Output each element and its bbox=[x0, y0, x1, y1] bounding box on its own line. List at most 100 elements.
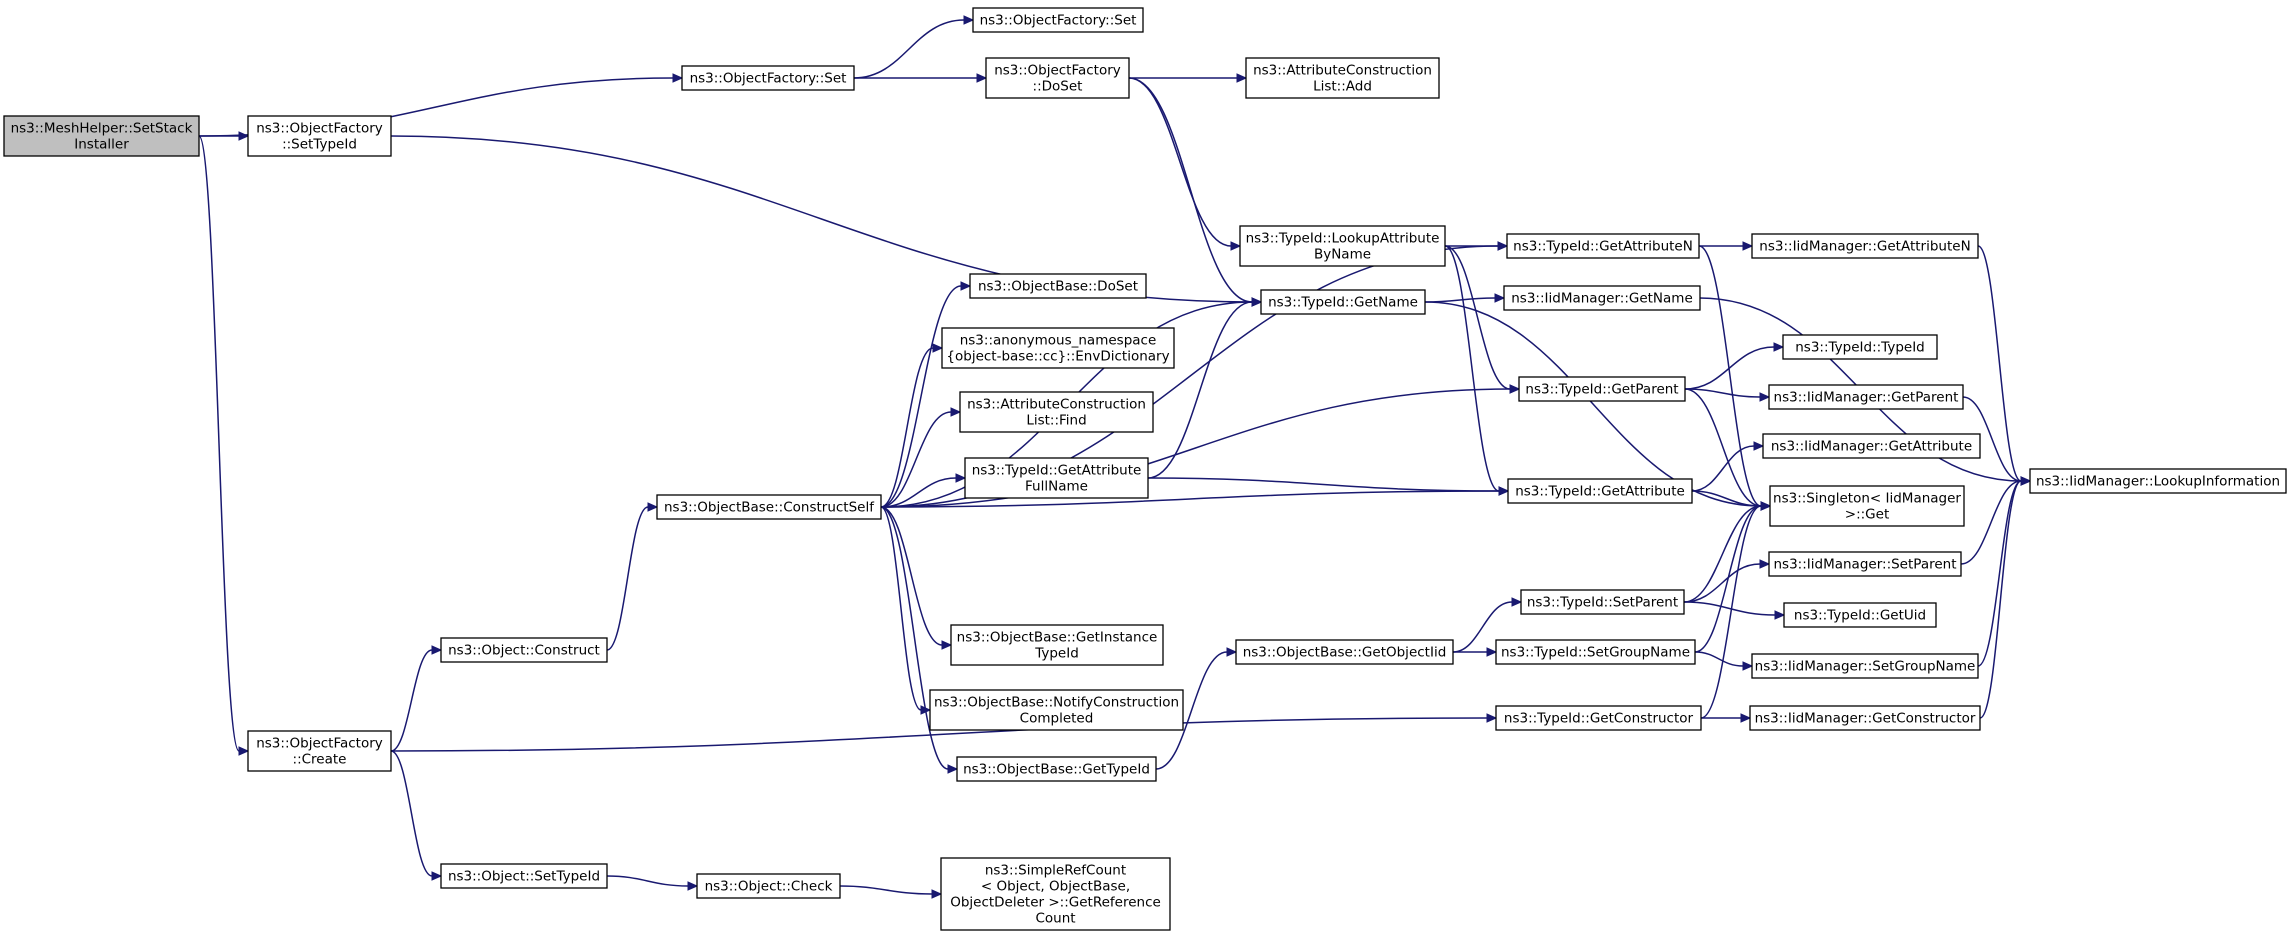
node-label: ns3::IidManager::LookupInformation bbox=[2036, 474, 2280, 490]
edge-ob_constructself-to-tid_getparent bbox=[880, 384, 1521, 508]
node-tid-getconstructor[interactable]: ns3::TypeId::GetConstructor bbox=[1495, 705, 1702, 731]
node-label: ns3::TypeId::GetName bbox=[1268, 295, 1418, 311]
node-box bbox=[1782, 334, 1938, 360]
node-ob-doset[interactable]: ns3::ObjectBase::DoSet bbox=[969, 273, 1147, 299]
node-label: ByName bbox=[1314, 247, 1371, 263]
edge-line bbox=[606, 506, 649, 651]
node-iid-getattrn[interactable]: ns3::IidManager::GetAttributeN bbox=[1751, 233, 1979, 259]
arrowhead bbox=[1226, 647, 1238, 657]
node-of-set1[interactable]: ns3::ObjectFactory::Set bbox=[681, 65, 855, 91]
node-iid-getconstructor[interactable]: ns3::IidManager::GetConstructor bbox=[1749, 705, 1981, 731]
arrowhead bbox=[1486, 713, 1498, 723]
edge-of_doset-to-tid_lookupattr bbox=[1128, 77, 1242, 251]
edge-obj_settypeid-to-obj_check bbox=[606, 875, 699, 891]
node-obj-settypeid[interactable]: ns3::Object::SetTypeId bbox=[440, 863, 608, 889]
node-iid-getattribute[interactable]: ns3::IidManager::GetAttribute bbox=[1762, 433, 1981, 459]
node-obj-check[interactable]: ns3::Object::Check bbox=[696, 873, 841, 899]
node-iid-setgroupname[interactable]: ns3::IidManager::SetGroupName bbox=[1751, 653, 1979, 679]
arrowhead bbox=[238, 746, 250, 756]
node-box bbox=[956, 756, 1157, 782]
node-tid-getuid[interactable]: ns3::TypeId::GetUid bbox=[1783, 602, 1937, 628]
node-box bbox=[1507, 478, 1693, 504]
edge-of_create-to-obj_construct bbox=[390, 645, 443, 752]
node-iid-lookupinfo[interactable]: ns3::IidManager::LookupInformation bbox=[2029, 468, 2287, 494]
node-box bbox=[941, 327, 1175, 369]
edge-tid_getattrfull-to-tid_getname bbox=[1147, 297, 1263, 479]
edge-line bbox=[839, 885, 933, 895]
edge-line bbox=[1694, 505, 1762, 653]
arrowhead bbox=[1759, 559, 1771, 569]
node-iid-setparent[interactable]: ns3::IidManager::SetParent bbox=[1768, 551, 1962, 577]
node-label: ns3::ObjectFactory bbox=[994, 63, 1121, 79]
edge-line bbox=[1128, 77, 1253, 303]
arrowhead bbox=[1753, 441, 1765, 451]
node-label: ns3::ObjectBase::GetInstance bbox=[957, 630, 1158, 646]
node-tid-getparent[interactable]: ns3::TypeId::GetParent bbox=[1518, 376, 1686, 402]
edge-tid_setgroupname-to-singleton_get bbox=[1694, 501, 1772, 653]
node-of-doset[interactable]: ns3::ObjectFactory::DoSet bbox=[985, 57, 1130, 99]
node-tid-setgroupname[interactable]: ns3::TypeId::SetGroupName bbox=[1495, 639, 1696, 665]
edge-ob_constructself-to-ob_doset bbox=[880, 281, 972, 508]
node-box bbox=[440, 863, 608, 889]
edge-line bbox=[853, 19, 965, 79]
edge-line bbox=[390, 717, 1488, 752]
node-tid-getattribute[interactable]: ns3::TypeId::GetAttribute bbox=[1507, 478, 1693, 504]
edge-tid_setgroupname-to-iid_setgroupname bbox=[1694, 651, 1754, 671]
node-box bbox=[964, 457, 1149, 499]
node-box bbox=[1260, 289, 1426, 315]
node-box bbox=[1235, 639, 1454, 665]
node-tid-getattrn[interactable]: ns3::TypeId::GetAttributeN bbox=[1506, 233, 1700, 259]
node-label: ns3::ObjectBase::DoSet bbox=[978, 279, 1138, 295]
edge-line bbox=[880, 285, 962, 508]
edge-line bbox=[1691, 445, 1755, 492]
node-anon-envdict[interactable]: ns3::anonymous_namespace{object-base::cc… bbox=[941, 327, 1175, 369]
node-label: List::Find bbox=[1026, 413, 1086, 429]
arrowhead bbox=[1742, 661, 1754, 671]
node-label: Installer bbox=[74, 137, 129, 153]
arrowhead bbox=[976, 73, 988, 83]
arrowhead bbox=[1251, 297, 1263, 307]
edge-line bbox=[1962, 396, 2022, 482]
node-label: ns3::IidManager::GetParent bbox=[1774, 390, 1959, 406]
node-label: ns3::AttributeConstruction bbox=[1253, 63, 1432, 79]
arrowhead bbox=[647, 502, 659, 512]
node-label: ::Create bbox=[293, 752, 347, 768]
edge-line bbox=[880, 477, 957, 508]
node-of-create[interactable]: ns3::ObjectFactory::Create bbox=[247, 730, 392, 772]
node-of-set2[interactable]: ns3::ObjectFactory::Set bbox=[972, 7, 1144, 33]
node-iid-getname[interactable]: ns3::IidManager::GetName bbox=[1503, 285, 1701, 311]
edge-of_create-to-tid_getconstructor bbox=[390, 713, 1498, 752]
edge-tid_setparent-to-singleton_get bbox=[1683, 501, 1772, 603]
edge-line bbox=[1700, 505, 1762, 719]
node-ob-constructself[interactable]: ns3::ObjectBase::ConstructSelf bbox=[656, 494, 882, 520]
node-label: ns3::ObjectFactory bbox=[256, 736, 383, 752]
arrowhead bbox=[1740, 713, 1752, 723]
node-ob-gettypeid[interactable]: ns3::ObjectBase::GetTypeId bbox=[956, 756, 1157, 782]
node-tid-getname[interactable]: ns3::TypeId::GetName bbox=[1260, 289, 1426, 315]
edge-line bbox=[880, 347, 934, 508]
node-box bbox=[2029, 468, 2287, 494]
node-singleton-get[interactable]: ns3::Singleton< IidManager >::Get bbox=[1769, 485, 1965, 527]
node-tid-setparent[interactable]: ns3::TypeId::SetParent bbox=[1520, 589, 1685, 615]
edge-line bbox=[1977, 245, 2022, 482]
node-label: ns3::IidManager::GetConstructor bbox=[1755, 711, 1976, 727]
edge-tid_getattrn-to-iid_getattrn bbox=[1698, 241, 1754, 251]
edge-ob_gettypeid-to-ob_getobjectiid bbox=[1155, 647, 1238, 770]
node-ob-getobjectiid[interactable]: ns3::ObjectBase::GetObjectIid bbox=[1235, 639, 1454, 665]
node-obj-construct[interactable]: ns3::Object::Construct bbox=[440, 637, 608, 663]
node-box bbox=[681, 65, 855, 91]
node-tid-typeid[interactable]: ns3::TypeId::TypeId bbox=[1782, 334, 1938, 360]
edge-tid_getconstructor-to-singleton_get bbox=[1700, 501, 1772, 719]
node-iid-getparent[interactable]: ns3::IidManager::GetParent bbox=[1768, 384, 1964, 410]
node-ob-notifyconstruction[interactable]: ns3::ObjectBase::NotifyConstructionCompl… bbox=[929, 689, 1184, 731]
node-of-settypeid[interactable]: ns3::ObjectFactory::SetTypeId bbox=[247, 115, 392, 157]
node-box bbox=[1495, 639, 1696, 665]
node-srefcount[interactable]: ns3::SimpleRefCount< Object, ObjectBase,… bbox=[940, 857, 1171, 931]
arrowhead bbox=[950, 407, 962, 417]
